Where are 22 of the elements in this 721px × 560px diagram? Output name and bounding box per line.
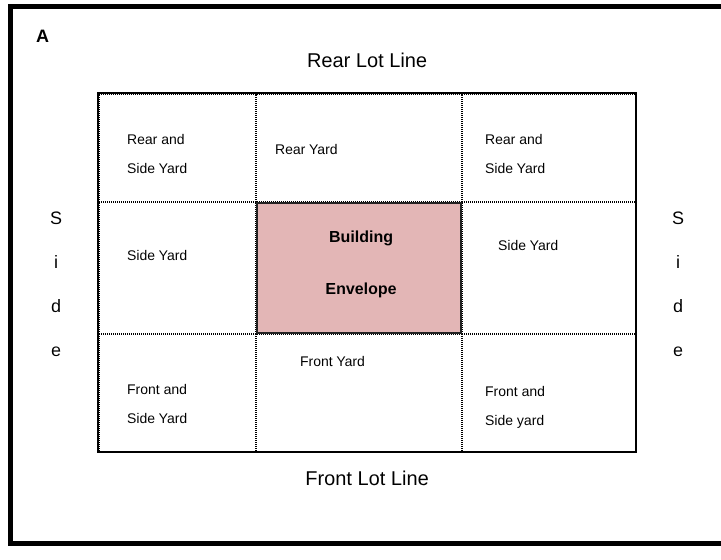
side-label: Side xyxy=(50,207,62,362)
lot-line-label: Rear Lot Line xyxy=(306,50,428,73)
panel-letter: A xyxy=(36,26,49,47)
zone-label: Rear and Side Yard xyxy=(127,130,188,178)
yard-zone xyxy=(462,334,637,453)
yard-zone xyxy=(99,94,256,202)
zone-label: Front Yard xyxy=(300,352,366,371)
zone-label: Rear Yard xyxy=(275,140,339,159)
zone-label: Side Yard xyxy=(498,236,560,255)
yard-zone xyxy=(462,94,637,202)
yard-zone xyxy=(99,334,256,453)
lot-outline xyxy=(97,92,637,453)
zone-label: Side Yard xyxy=(127,246,188,265)
zone-label: Front and Side Yard xyxy=(127,380,188,428)
side-label: Side xyxy=(672,207,684,362)
building-envelope-box xyxy=(256,202,462,334)
lot-line-label: Front Lot Line xyxy=(305,468,429,491)
zone-label: Rear and Side Yard xyxy=(485,130,546,178)
envelope-label: Building Envelope xyxy=(324,228,398,300)
yard-zone xyxy=(256,334,462,453)
yard-zone xyxy=(462,202,637,334)
zone-label: Front and Side yard xyxy=(485,382,546,430)
